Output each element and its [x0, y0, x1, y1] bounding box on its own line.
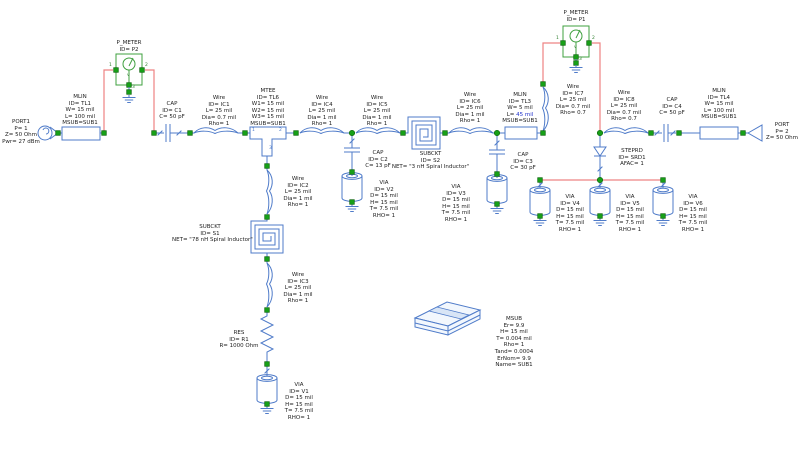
tl6-pin3-number: 3 [269, 146, 272, 151]
ic1-symbol[interactable] [190, 127, 243, 134]
c2-symbol[interactable] [344, 135, 360, 170]
tl3-symbol[interactable] [499, 126, 541, 140]
v4-symbol[interactable] [529, 182, 551, 226]
c1-symbol[interactable] [156, 124, 188, 142]
ic4-symbol[interactable] [299, 127, 349, 134]
tl1-symbol[interactable] [61, 126, 104, 141]
p1-pin3-number: 3 [579, 57, 582, 62]
connection-terminals [55, 81, 746, 407]
tl6-pin1-number: 1 [252, 128, 255, 133]
tl3-label: MLIN ID= TL3 W= 5 mil L= 45 mil MSUB=SUB… [502, 92, 538, 125]
srd1-diode[interactable] [593, 135, 607, 178]
v1-symbol[interactable] [256, 366, 278, 414]
ic5-symbol[interactable] [355, 127, 401, 134]
s1-spiral-inductor[interactable] [250, 217, 284, 257]
c4-symbol[interactable] [653, 124, 676, 142]
msub-substrate-icon[interactable] [413, 301, 482, 336]
tl6-symbol[interactable] [247, 126, 294, 164]
p1-meter[interactable] [560, 25, 592, 73]
v2-symbol[interactable] [341, 172, 363, 212]
p1-pin1-number: 1 [556, 36, 559, 41]
tl6-pin2-number: 2 [279, 128, 282, 133]
p2-pin2-number: 2 [145, 63, 148, 68]
ic3-symbol[interactable] [266, 261, 273, 308]
p2-pin3-number: 3 [132, 85, 135, 90]
v3-symbol[interactable] [486, 174, 508, 214]
p2-meter[interactable] [113, 53, 145, 103]
p1-meter-letter: v [574, 45, 577, 50]
c3-symbol[interactable] [489, 135, 505, 172]
probe-wire-p2[interactable] [103, 69, 155, 131]
tl3-tuned-value: 45 mil [516, 111, 534, 118]
v5-symbol[interactable] [589, 182, 611, 226]
r1-symbol[interactable] [259, 312, 275, 362]
p1-pin2-number: 2 [592, 36, 595, 41]
port2-symbol[interactable] [745, 124, 763, 142]
ic6-symbol[interactable] [447, 127, 494, 134]
ic2-symbol[interactable] [266, 168, 273, 215]
p2-meter-letter: v [127, 73, 130, 78]
ic8-symbol[interactable] [603, 127, 649, 134]
probe-wire-p1[interactable] [542, 42, 601, 131]
tl4-symbol[interactable] [681, 126, 741, 140]
v6-symbol[interactable] [652, 182, 674, 226]
p2-pin1-number: 1 [109, 63, 112, 68]
